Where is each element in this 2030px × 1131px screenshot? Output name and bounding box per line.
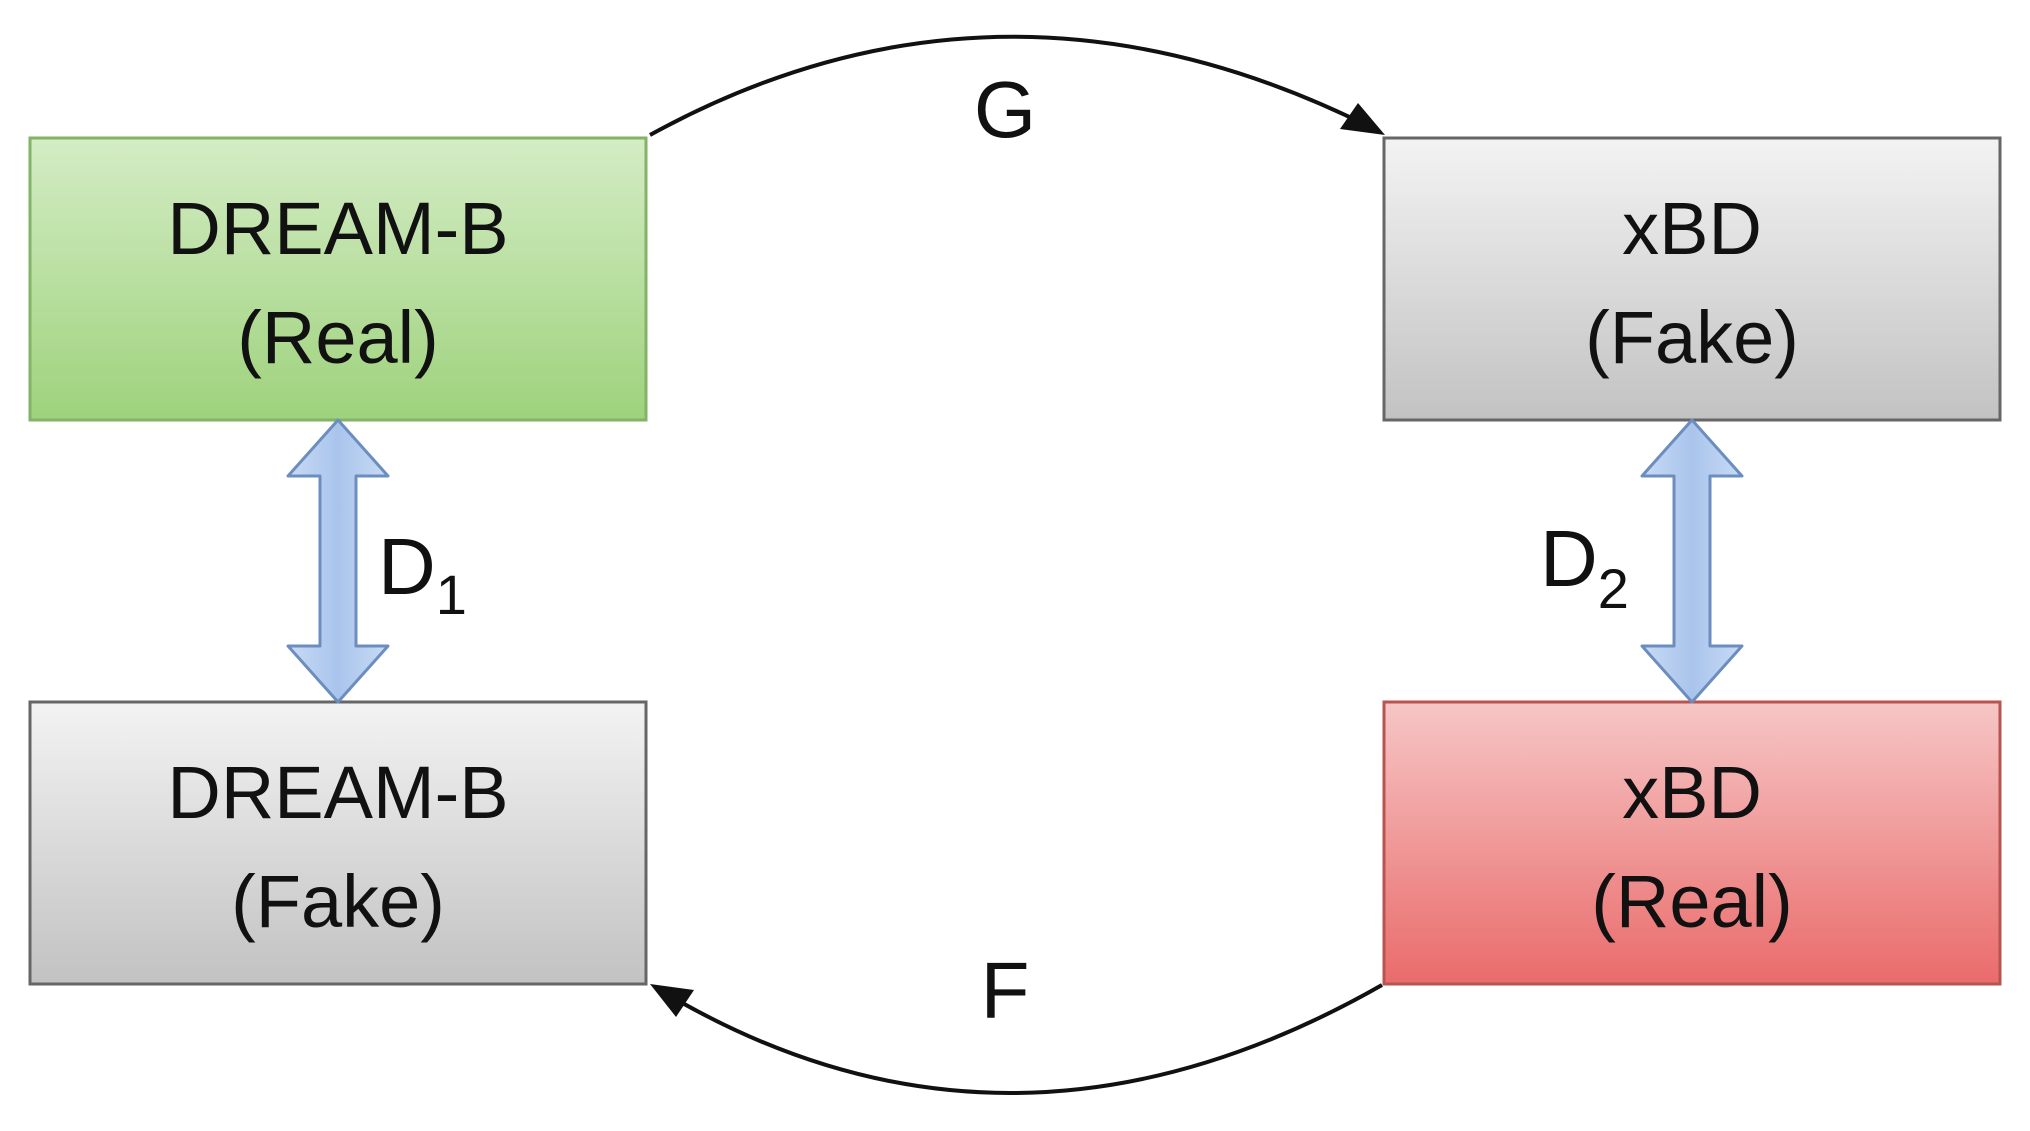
- dream-b-real-line1: DREAM-B: [167, 187, 508, 270]
- generator-f-arrow: [650, 983, 1383, 1095]
- xbd-fake-line2: (Fake): [1585, 296, 1799, 379]
- xbd-real-line2: (Real): [1591, 860, 1792, 943]
- generator-g-arrow: [649, 34, 1385, 137]
- xbd-fake-box: xBD (Fake): [1382, 136, 2002, 422]
- discriminator-2-arrow: [1640, 418, 1744, 704]
- dream-b-fake-box: DREAM-B (Fake): [28, 700, 648, 986]
- generator-f-label: F: [981, 946, 1030, 1035]
- discriminator-1-arrow: [286, 418, 390, 704]
- dream-b-fake-line1: DREAM-B: [167, 751, 508, 834]
- dream-b-real-line2: (Real): [237, 296, 438, 379]
- xbd-real-box: xBD (Real): [1382, 700, 2002, 986]
- dream-b-real-box: DREAM-B (Real): [28, 136, 648, 422]
- xbd-fake-line1: xBD: [1622, 187, 1762, 270]
- generator-g-label: G: [974, 65, 1036, 154]
- xbd-real-line1: xBD: [1622, 751, 1762, 834]
- discriminator-2-label: D2: [1540, 514, 1629, 620]
- discriminator-1-label: D1: [378, 522, 467, 626]
- dream-b-fake-line2: (Fake): [231, 860, 445, 943]
